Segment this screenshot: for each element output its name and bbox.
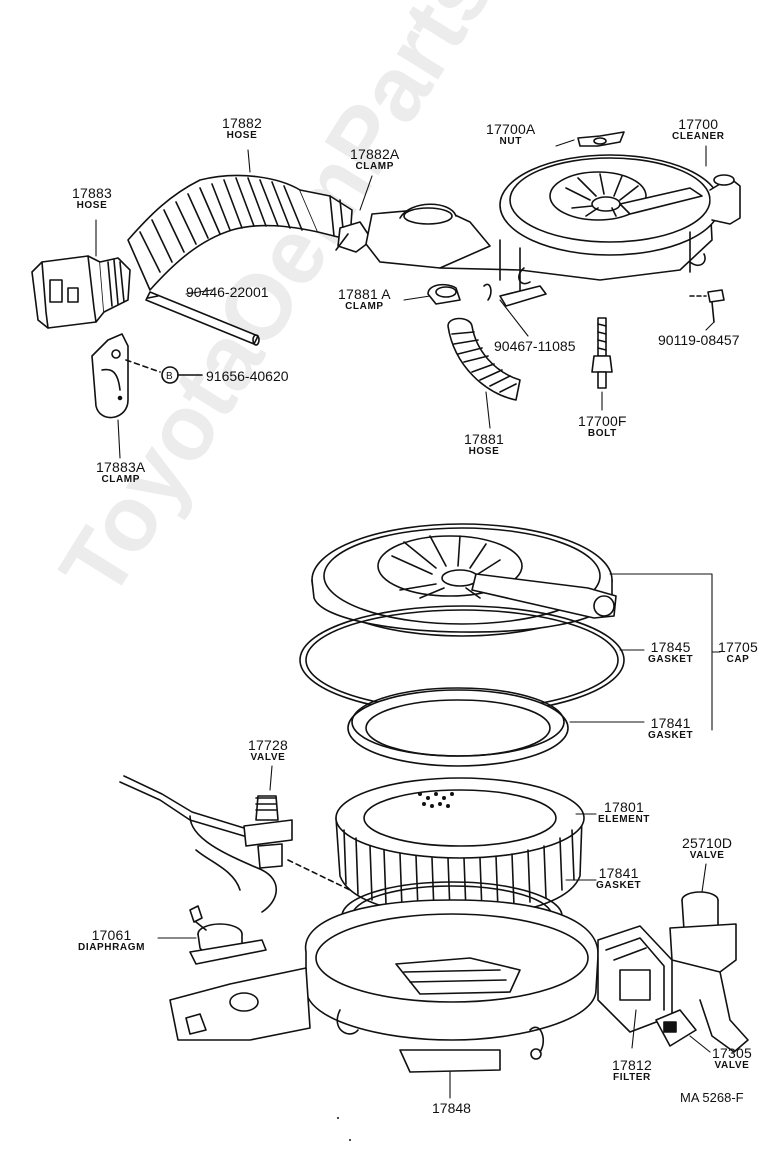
part-name: CLEANER: [672, 131, 725, 142]
label-90467-11085: 90467-11085: [494, 338, 576, 354]
part-number: 17881 A: [338, 286, 391, 302]
label-17882a: 17882A CLAMP: [350, 147, 399, 172]
part-number: 17700: [678, 116, 719, 132]
label-17728: 17728 VALVE: [248, 738, 288, 763]
element-17801-drawing: [335, 777, 585, 918]
part-number: 17700F: [578, 413, 627, 429]
part-name: HOSE: [76, 200, 108, 211]
label-17061: 17061 DIAPHRAGM: [78, 928, 145, 953]
part-name: CAP: [726, 654, 750, 665]
top-leader-lines: [95, 139, 715, 459]
part-name: CLAMP: [355, 161, 395, 172]
gasket-17841-upper-drawing: [347, 687, 569, 767]
part-number: 25710D: [682, 835, 733, 851]
part-number: 17841: [650, 715, 691, 731]
rod-90446-drawing: [145, 291, 260, 346]
wing-nut-17700a-drawing: [577, 131, 625, 147]
clamp-17883a-drawing: B: [91, 333, 203, 419]
valve-25710d-drawing: [669, 891, 749, 1053]
part-name: DIAPHRAGM: [78, 942, 146, 953]
label-91656-40620: 91656-40620: [206, 368, 289, 384]
valve-17728-drawing: [119, 775, 351, 913]
label-17883a: 17883A CLAMP: [96, 460, 145, 485]
part-name: HOSE: [226, 130, 258, 141]
label-17801: 17801 ELEMENT: [598, 800, 650, 825]
clamp-17881a-drawing: [427, 283, 547, 307]
part-name: GASKET: [648, 654, 694, 665]
label-17841-lower: 17841 GASKET: [596, 866, 641, 891]
cap-17705-drawing: [311, 523, 617, 637]
hose-17881-drawing: [447, 317, 521, 401]
part-number: 17883: [72, 185, 112, 201]
part-number: 17841: [598, 865, 639, 881]
part-name: NUT: [499, 136, 522, 147]
label-17700f: 17700F BOLT: [578, 414, 627, 439]
label-17848: 17848: [432, 1100, 471, 1116]
label-17812: 17812 FILTER: [612, 1058, 652, 1083]
valve-17305-drawing: [655, 1009, 697, 1047]
clamp-17882a-drawing: [335, 221, 373, 253]
part-number: 17728: [248, 737, 288, 753]
label-17883: 17883 HOSE: [72, 186, 112, 211]
part-name: GASKET: [596, 880, 642, 891]
label-17881a: 17881 A CLAMP: [338, 287, 391, 312]
part-name: FILTER: [613, 1072, 651, 1083]
part-number: 17883A: [96, 459, 146, 475]
part-name: CLAMP: [345, 301, 384, 312]
label-17845: 17845 GASKET: [648, 640, 693, 665]
bottom-leader-lines: [157, 573, 721, 1099]
diaphragm-17061-drawing: [189, 905, 267, 965]
label-17705: 17705 CAP: [718, 640, 758, 665]
bolt-90119-drawing: [689, 289, 725, 323]
part-number: 17882: [222, 115, 262, 131]
label-17305: 17305 VALVE: [712, 1046, 752, 1071]
part-name: GASKET: [648, 730, 694, 741]
bolt-17700f-drawing: [591, 317, 613, 389]
part-name: VALVE: [714, 1060, 750, 1071]
label-90119-08457: 90119-08457: [658, 332, 740, 348]
label-25710d: 25710D VALVE: [682, 836, 732, 861]
part-number: 17801: [604, 799, 644, 815]
part-number: 17881: [464, 431, 504, 447]
part-number: 17882A: [350, 146, 400, 162]
label-17841-upper: 17841 GASKET: [648, 716, 693, 741]
part-number: 17845: [650, 639, 691, 655]
part-name: CLAMP: [101, 474, 141, 485]
part-name: HOSE: [468, 446, 500, 457]
base-housing-17848-drawing: [169, 899, 599, 1073]
part-number: 17812: [612, 1057, 652, 1073]
part-number: 17700A: [486, 121, 536, 137]
label-17882: 17882 HOSE: [222, 116, 262, 141]
speck-marks: [337, 1117, 351, 1141]
drawing-code: MA 5268-F: [680, 1090, 744, 1105]
hose-17882-drawing: [127, 174, 353, 291]
part-name: ELEMENT: [598, 814, 650, 825]
part-number: 17061: [91, 927, 132, 943]
hose-17883-drawing: [31, 255, 131, 329]
label-17881: 17881 HOSE: [464, 432, 504, 457]
part-number: 17705: [718, 639, 758, 655]
label-17700: 17700 CLEANER: [672, 117, 725, 142]
part-name: VALVE: [250, 752, 286, 763]
label-90446-22001: 90446-22001: [186, 284, 269, 300]
part-name: VALVE: [689, 850, 725, 861]
air-cleaner-17700-drawing: [365, 154, 741, 291]
label-17700a: 17700A NUT: [486, 122, 535, 147]
callout-letter-b: B: [166, 371, 173, 382]
part-number: 17305: [712, 1045, 752, 1061]
part-name: BOLT: [587, 428, 617, 439]
